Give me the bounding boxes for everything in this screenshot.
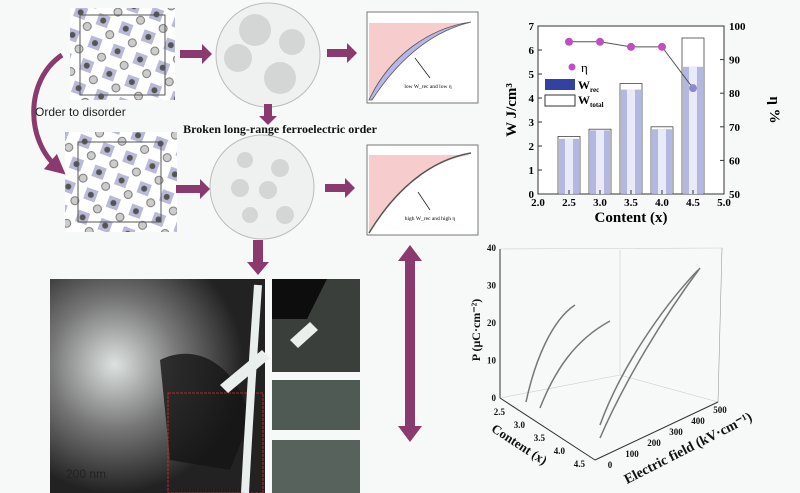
- eta-point: [627, 42, 635, 51]
- loop-low-note: low W_rec and low η: [404, 84, 451, 90]
- x-tick-label: 2.5: [562, 197, 576, 209]
- loop-box-low: low W_rec and low η: [366, 11, 479, 104]
- x-tick-label: 3.5: [624, 197, 638, 209]
- z-tick-label: 40: [487, 243, 497, 253]
- ordered-crystal-structure: [70, 8, 175, 100]
- legend-wrec: W: [578, 78, 590, 92]
- legend-eta: η: [581, 60, 588, 75]
- y2-tick-label: 60: [729, 155, 741, 167]
- y-tick-label: 2: [529, 141, 535, 153]
- loop-high-note: high W_rec and high η: [405, 216, 456, 222]
- x-tick-label: 2.0: [531, 197, 545, 209]
- p-axis-label: P (μC·cm⁻²): [469, 299, 483, 361]
- y-tick-label: 5: [529, 69, 535, 81]
- y2-tick-label: 100: [729, 21, 746, 33]
- bar-wrec-highlight: [596, 130, 604, 194]
- curved-arrow-order-to-disorder: [31, 52, 66, 175]
- content-tick-label: 3.0: [514, 420, 526, 430]
- bar-wrec-highlight: [565, 138, 573, 194]
- bar-legend: η W rec W total: [544, 60, 604, 109]
- field-tick-label: 100: [625, 449, 639, 459]
- field-tick-label: 300: [669, 427, 683, 437]
- sem-image: 200 nm: [50, 279, 360, 493]
- eta-point: [596, 37, 604, 46]
- scale-bar-label: 200 nm: [66, 467, 106, 481]
- z-tick-label: 10: [487, 356, 497, 366]
- broken-order-label: Broken long-range ferroelectric order: [183, 122, 377, 136]
- order-to-disorder-label: Order to disorder: [35, 105, 126, 119]
- bar-y2label: η %: [766, 96, 782, 123]
- y-tick-label: 3: [529, 117, 535, 129]
- disordered-crystal-structure: [65, 132, 177, 232]
- x-tick-label: 4.0: [655, 197, 669, 209]
- y-tick-label: 6: [529, 45, 535, 57]
- domain-circle-ordered: [215, 2, 321, 108]
- bar-ylabel: W J/cm³: [504, 83, 520, 137]
- bar-wrec-highlight: [689, 66, 697, 194]
- legend-wrec-sub: rec: [590, 86, 599, 94]
- y2-tick-label: 90: [729, 55, 741, 67]
- flow-arrows: [176, 43, 422, 442]
- y-tick-label: 0: [529, 189, 535, 201]
- field-tick-label: 500: [713, 405, 727, 415]
- field-axis-label: Electric field (kV·cm⁻¹): [622, 410, 755, 488]
- field-tick-label: 400: [691, 416, 705, 426]
- loop-box-high: high W_rec and high η: [366, 144, 479, 236]
- eta-point: [689, 84, 697, 93]
- energy-storage-bar-chart: Content (x) W J/cm³ η % η W rec W total …: [504, 21, 782, 226]
- y-tick-label: 7: [529, 21, 535, 33]
- x-tick-label: 3.0: [593, 197, 607, 209]
- field-tick-label: 0: [608, 460, 613, 470]
- polarization-3d-plot: P (μC·cm⁻²) Content (x) Electric field (…: [469, 243, 755, 488]
- content-tick-label: 2.5: [494, 407, 506, 417]
- bar-xlabel: Content (x): [595, 210, 668, 226]
- eta-point: [565, 37, 573, 46]
- eta-point: [658, 42, 666, 51]
- x-tick-label: 4.5: [686, 197, 700, 209]
- content-tick-label: 3.5: [534, 433, 546, 443]
- field-tick-label: 200: [647, 438, 661, 448]
- y-tick-label: 1: [529, 165, 535, 177]
- bar-wrec-highlight: [658, 129, 666, 194]
- bar-wrec-highlight: [627, 89, 635, 194]
- y2-tick-label: 70: [729, 122, 741, 134]
- domain-circle-disordered: [209, 134, 315, 240]
- content-tick-label: 4.5: [574, 459, 586, 469]
- y2-tick-label: 50: [729, 189, 741, 201]
- z-tick-label: 0: [492, 393, 497, 403]
- legend-wtotal: W: [578, 93, 590, 107]
- y2-tick-label: 80: [729, 88, 741, 100]
- z-tick-label: 20: [487, 318, 497, 328]
- content-tick-label: 4.0: [554, 446, 566, 456]
- z-tick-label: 30: [487, 281, 497, 291]
- legend-wtotal-sub: total: [590, 101, 604, 109]
- y-tick-label: 4: [529, 93, 535, 105]
- x-tick-label: 5.0: [717, 197, 731, 209]
